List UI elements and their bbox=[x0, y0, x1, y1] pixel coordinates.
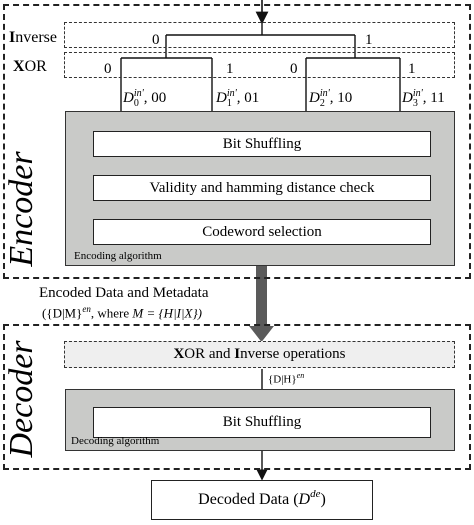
validity-check-step: Validity and hamming distance check bbox=[93, 175, 431, 201]
encoder-output-1: D1in', 01 bbox=[216, 88, 260, 109]
inverse-branch-0: 0 bbox=[152, 32, 160, 48]
encoder-output-2: D2in', 10 bbox=[309, 88, 353, 109]
xor-branch-0: 0 bbox=[104, 61, 112, 77]
decoder-bit-shuffling-step: Bit Shuffling bbox=[93, 407, 431, 438]
xor-branch-3: 1 bbox=[408, 61, 416, 77]
decoding-algorithm-label: Decoding algorithm bbox=[71, 435, 160, 447]
encoder-region bbox=[3, 4, 471, 279]
xor-row bbox=[64, 52, 455, 78]
encoding-algorithm-label: Encoding algorithm bbox=[74, 250, 162, 262]
inverse-branch-1: 1 bbox=[365, 32, 373, 48]
transfer-line-2: ({D|M}en, where M = {H|I|X}) bbox=[42, 304, 203, 321]
inverse-row bbox=[64, 22, 455, 48]
inverse-label: Inverse bbox=[9, 29, 57, 46]
decoder-region bbox=[3, 324, 471, 470]
bit-shuffling-step: Bit Shuffling bbox=[93, 131, 431, 157]
dh-en-label: {D|H}en bbox=[268, 371, 305, 386]
xor-label: XOR bbox=[13, 58, 47, 75]
encoder-output-3: D3in', 11 bbox=[402, 88, 445, 109]
xor-branch-1: 1 bbox=[226, 61, 234, 77]
encoder-side-label: Encoder bbox=[3, 151, 40, 267]
decoder-side-label: Decoder bbox=[3, 340, 40, 458]
transfer-line-1: Encoded Data and Metadata bbox=[39, 285, 209, 301]
encoder-output-0: D0in', 00 bbox=[123, 88, 167, 109]
xor-branch-2: 0 bbox=[290, 61, 298, 77]
codeword-selection-step: Codeword selection bbox=[93, 219, 431, 245]
